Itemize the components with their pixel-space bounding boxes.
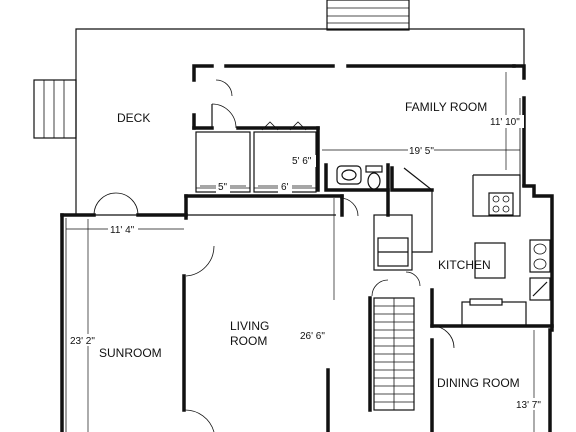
deck-label: DECK	[117, 111, 150, 125]
kitchen	[461, 174, 554, 332]
top-steps	[326, 0, 410, 31]
family-width-dim: 19' 5"	[409, 146, 434, 157]
sunroom-label: SUNROOM	[99, 346, 162, 360]
dining-room-label: DINING ROOM	[437, 376, 520, 390]
family-height-dim: 11' 10"	[490, 117, 520, 128]
living-room-label-line1: LIVING	[230, 319, 269, 333]
sunroom-walls	[60, 192, 188, 432]
living-height-dim: 26' 6"	[300, 331, 325, 342]
closet-b-width-dim: 6'	[281, 182, 289, 193]
hall-pantry	[373, 166, 434, 271]
stairs	[368, 271, 421, 412]
dimension-lines	[66, 72, 535, 432]
family-room-label: FAMILY ROOM	[405, 100, 487, 114]
closet-height-dim: 5' 6"	[292, 156, 312, 167]
sunroom-height-dim: 23' 2"	[70, 336, 95, 347]
bathroom	[324, 163, 390, 217]
living-room-label-line2: ROOM	[230, 334, 267, 348]
dining-height-dim: 13' 7"	[516, 400, 541, 411]
living-walls	[182, 194, 554, 432]
kitchen-label: KITCHEN	[438, 258, 491, 272]
closet-a-width-dim: 5"	[218, 182, 228, 193]
sunroom-width-dim: 11' 4"	[110, 225, 135, 236]
deck-steps	[33, 79, 77, 139]
deck-door	[211, 79, 237, 129]
